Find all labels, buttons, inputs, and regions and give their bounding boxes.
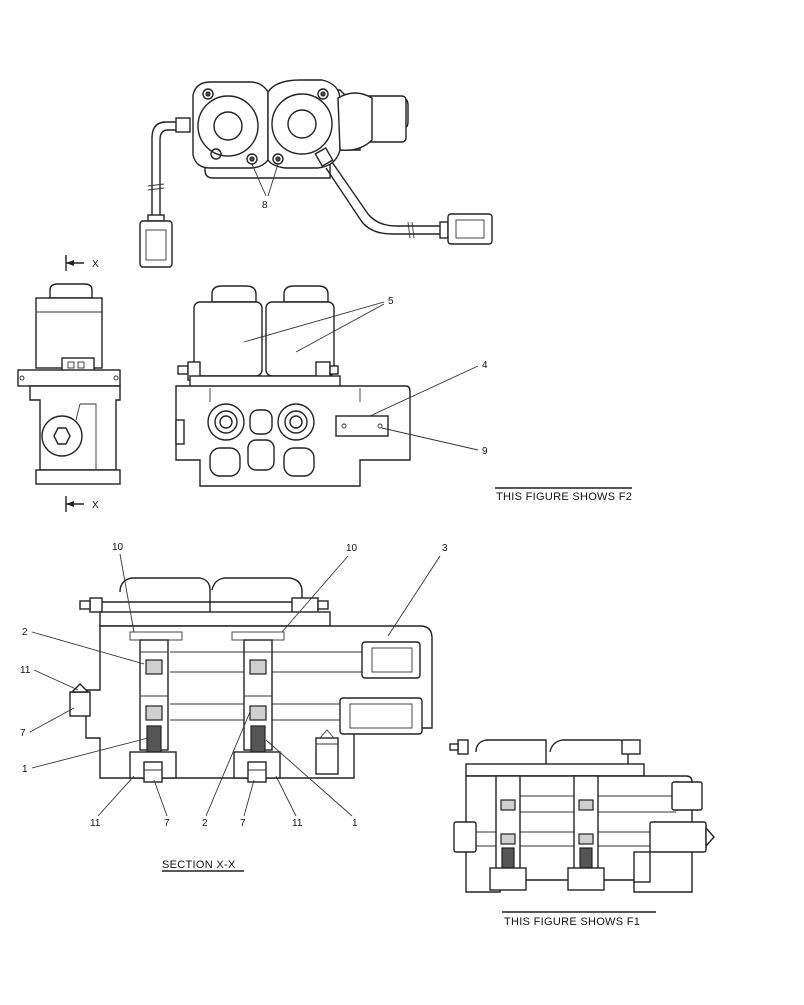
callout-1-left: 1	[22, 764, 28, 775]
callout-2-left: 2	[22, 627, 28, 638]
callout-11-left: 11	[20, 665, 31, 676]
figure-f1	[449, 739, 715, 893]
callout-2-bottom: 2	[202, 818, 208, 829]
side-view	[17, 283, 121, 485]
callout-10-right: 10	[346, 543, 358, 554]
callout-9: 9	[482, 446, 488, 457]
callout-1-right: 1	[352, 818, 358, 829]
callout-5: 5	[388, 296, 394, 307]
callout-7-bottom-left: 7	[164, 818, 170, 829]
section-marker-top: X	[65, 255, 99, 271]
callout-11-bottom-right: 11	[292, 818, 303, 829]
front-view-f2: 5 4 9	[175, 285, 488, 487]
callout-4: 4	[482, 360, 488, 371]
callout-7-left: 7	[20, 728, 26, 739]
section-view: 10 10 3 2 11 7 1 11 7 2 7 11 1	[20, 542, 448, 829]
section-marker-bottom-label: X	[92, 500, 99, 511]
caption-figure-f2: THIS FIGURE SHOWS F2	[496, 491, 632, 503]
top-view: 8	[139, 79, 493, 268]
section-marker-bottom: X	[65, 496, 99, 512]
callout-3: 3	[442, 543, 448, 554]
callout-10-left: 10	[112, 542, 124, 553]
caption-figure-f1: THIS FIGURE SHOWS F1	[504, 916, 640, 928]
callout-7-bottom: 7	[240, 818, 246, 829]
callout-11-bottom-left: 11	[90, 818, 101, 829]
callout-8: 8	[262, 200, 268, 211]
caption-section: SECTION X-X	[162, 859, 236, 871]
section-marker-top-label: X	[92, 259, 99, 270]
